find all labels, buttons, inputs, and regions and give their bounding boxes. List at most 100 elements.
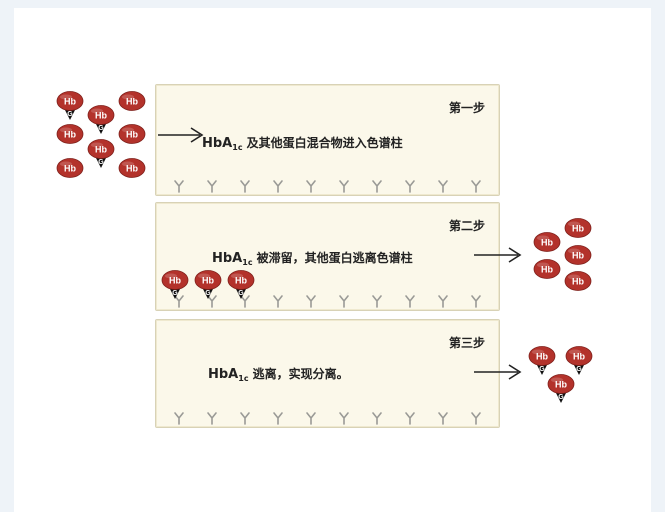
svg-text:G: G bbox=[539, 366, 545, 373]
antibody-y-icon bbox=[173, 412, 184, 425]
antibody-y-icon bbox=[372, 295, 382, 308]
antibody-y-icon bbox=[405, 412, 416, 425]
svg-text:G: G bbox=[576, 366, 582, 373]
antibody-y-icon bbox=[405, 295, 416, 308]
hb-molecule-icon: Hb bbox=[118, 158, 146, 184]
antibody-y-icon bbox=[173, 295, 184, 308]
antibody-y-icon bbox=[339, 295, 349, 308]
svg-text:Hb: Hb bbox=[572, 224, 584, 234]
antibody-y-icon bbox=[471, 295, 482, 308]
svg-text:G: G bbox=[98, 125, 104, 132]
svg-text:Hb: Hb bbox=[202, 276, 214, 286]
svg-text:Hb: Hb bbox=[536, 352, 548, 362]
hb-molecule-icon: Hb bbox=[564, 218, 592, 244]
antibody-y-icon bbox=[405, 180, 416, 193]
step-1-label: 第一步 bbox=[448, 101, 485, 115]
svg-text:Hb: Hb bbox=[169, 276, 181, 286]
antibody-y-icon bbox=[306, 295, 316, 308]
antibody-y-icon bbox=[339, 180, 349, 193]
svg-text:Hb: Hb bbox=[95, 111, 107, 121]
antibody-y-icon bbox=[273, 295, 283, 308]
hb-molecule-icon: Hb bbox=[533, 259, 561, 285]
step-2-subscript: 1c bbox=[242, 258, 253, 267]
svg-text:Hb: Hb bbox=[572, 277, 584, 287]
antibody-y-icon bbox=[273, 412, 283, 425]
svg-text:Hb: Hb bbox=[541, 238, 553, 248]
svg-text:Hb: Hb bbox=[126, 130, 138, 140]
step-2-label: 第二步 bbox=[448, 219, 485, 233]
antibody-y-icon bbox=[471, 180, 482, 193]
hb-molecule-icon: Hb bbox=[564, 245, 592, 271]
step-2-antibody-layer bbox=[162, 294, 493, 308]
step-3-label: 第三步 bbox=[448, 336, 485, 350]
arrow-out-of-column-step-2-icon bbox=[474, 247, 522, 263]
antibody-y-icon bbox=[206, 412, 217, 425]
step-1-subscript: 1c bbox=[232, 143, 243, 152]
svg-text:G: G bbox=[98, 159, 104, 166]
svg-text:G: G bbox=[67, 111, 73, 118]
hb-molecule-icon: Hb bbox=[118, 91, 146, 117]
step-2-text: 被滞留，其他蛋白逃离色谱柱 bbox=[256, 251, 413, 265]
hb-molecule-icon: Hb bbox=[564, 271, 592, 297]
step-1-text: 及其他蛋白混合物进入色谱柱 bbox=[246, 136, 403, 150]
svg-text:Hb: Hb bbox=[64, 130, 76, 140]
step-2-compound: HbA bbox=[212, 251, 243, 266]
step-1-compound: HbA bbox=[202, 136, 233, 151]
hb-molecule-icon: Hb bbox=[56, 158, 84, 184]
step-3-subscript: 1c bbox=[238, 374, 249, 383]
step-1-antibody-layer bbox=[162, 179, 493, 193]
svg-text:Hb: Hb bbox=[126, 97, 138, 107]
antibody-y-icon bbox=[173, 180, 184, 193]
antibody-y-icon bbox=[438, 412, 449, 425]
hb-molecule-icon: Hb bbox=[118, 124, 146, 150]
arrow-into-column-icon bbox=[158, 127, 204, 143]
antibody-y-icon bbox=[306, 180, 316, 193]
svg-text:Hb: Hb bbox=[235, 276, 247, 286]
svg-text:Hb: Hb bbox=[126, 164, 138, 174]
antibody-y-icon bbox=[206, 180, 217, 193]
antibody-y-icon bbox=[273, 180, 283, 193]
antibody-y-icon bbox=[339, 412, 349, 425]
antibody-y-icon bbox=[239, 412, 250, 425]
antibody-y-icon bbox=[372, 180, 382, 193]
svg-text:G: G bbox=[558, 394, 564, 401]
svg-text:G: G bbox=[205, 290, 211, 297]
antibody-y-icon bbox=[471, 412, 482, 425]
hb-molecule-icon: Hb bbox=[56, 124, 84, 150]
hb-molecule-icon: Hb bbox=[533, 232, 561, 258]
svg-text:Hb: Hb bbox=[573, 352, 585, 362]
svg-text:Hb: Hb bbox=[64, 97, 76, 107]
step-3-text: 逃离，实现分离。 bbox=[252, 367, 349, 381]
antibody-y-icon bbox=[438, 180, 449, 193]
antibody-y-icon bbox=[206, 295, 217, 308]
svg-text:G: G bbox=[172, 290, 178, 297]
step-3-compound: HbA bbox=[208, 367, 239, 382]
arrow-out-of-column-step-3-icon bbox=[474, 364, 522, 380]
antibody-y-icon bbox=[372, 412, 382, 425]
antibody-y-icon bbox=[306, 412, 316, 425]
step-3-antibody-layer bbox=[162, 411, 493, 425]
svg-text:Hb: Hb bbox=[572, 251, 584, 261]
svg-text:Hb: Hb bbox=[541, 265, 553, 275]
svg-text:Hb: Hb bbox=[95, 145, 107, 155]
antibody-y-icon bbox=[239, 295, 250, 308]
antibody-y-icon bbox=[239, 180, 250, 193]
svg-text:Hb: Hb bbox=[555, 380, 567, 390]
antibody-y-icon bbox=[438, 295, 449, 308]
svg-text:G: G bbox=[238, 290, 244, 297]
